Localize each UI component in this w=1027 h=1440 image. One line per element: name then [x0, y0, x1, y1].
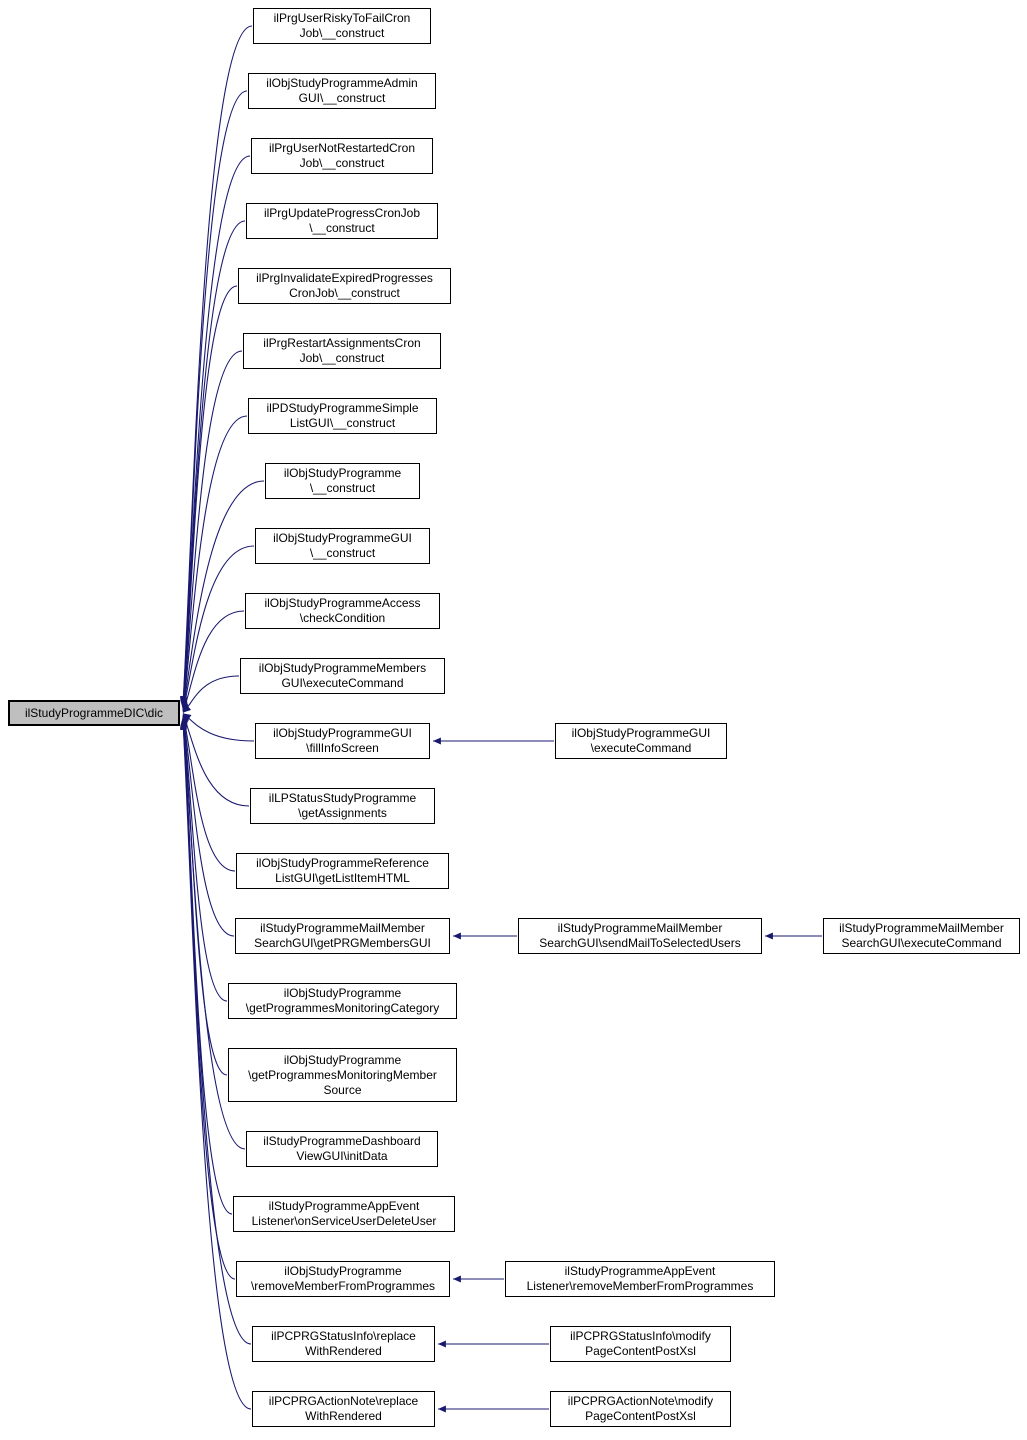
graph-edge — [181, 715, 236, 872]
graph-node-ilObjStudyProgramme-getProgrammesMonitoringCategory[interactable]: ilObjStudyProgramme \getProgrammesMonito… — [228, 983, 457, 1019]
graph-node-ilPrgInvalidateExpiredProgressesCronJob-construct[interactable]: ilPrgInvalidateExpiredProgresses CronJob… — [238, 268, 451, 304]
graph-node-ilObjStudyProgrammeReferenceListGUI-getListItemHTML[interactable]: ilObjStudyProgrammeReference ListGUI\get… — [236, 853, 449, 889]
graph-node-ilObjStudyProgrammeGUI-fillInfoScreen[interactable]: ilObjStudyProgrammeGUI \fillInfoScreen — [255, 723, 430, 759]
graph-node-ilPCPRGActionNote-modifyPageContentPostXsl[interactable]: ilPCPRGActionNote\modify PageContentPost… — [550, 1391, 731, 1427]
graph-edge — [180, 715, 235, 937]
graph-node-ilPrgUpdateProgressCronJob-construct[interactable]: ilPrgUpdateProgressCronJob \__construct — [246, 203, 438, 239]
graph-node-ilPrgRestartAssignmentsCronJob-construct[interactable]: ilPrgRestartAssignmentsCron Job\__constr… — [243, 333, 441, 369]
graph-edge — [180, 716, 228, 1002]
graph-edge — [182, 675, 240, 713]
graph-edge — [182, 610, 245, 712]
graph-node-ilPrgUserNotRestartedCronJob-construct[interactable]: ilPrgUserNotRestartedCron Job\__construc… — [251, 138, 433, 174]
graph-edge — [180, 718, 246, 1150]
graph-edge — [180, 350, 243, 709]
graph-root-node: ilStudyProgrammeDIC\dic — [8, 700, 180, 726]
graph-edge — [181, 545, 255, 711]
graph-node-ilObjStudyProgramme-getProgrammesMonitoringMemberSource[interactable]: ilObjStudyProgramme \getProgrammesMonito… — [228, 1048, 457, 1102]
graph-node-ilPDStudyProgrammeSimpleListGUI-construct[interactable]: ilPDStudyProgrammeSimple ListGUI\__const… — [248, 398, 437, 434]
graph-node-ilObjStudyProgrammeGUI-construct[interactable]: ilObjStudyProgrammeGUI \__construct — [255, 528, 430, 564]
graph-node-ilLPStatusStudyProgramme-getAssignments[interactable]: ilLPStatusStudyProgramme \getAssignments — [250, 788, 435, 824]
graph-edge — [180, 415, 248, 710]
graph-edge — [180, 480, 265, 711]
graph-node-ilPCPRGStatusInfo-modifyPageContentPostXsl[interactable]: ilPCPRGStatusInfo\modify PageContentPost… — [550, 1326, 731, 1362]
graph-edge — [182, 714, 250, 807]
graph-edge — [180, 220, 246, 707]
graph-node-ilPCPRGStatusInfo-replaceWithRendered[interactable]: ilPCPRGStatusInfo\replace WithRendered — [252, 1326, 435, 1362]
graph-node-ilPCPRGActionNote-replaceWithRendered[interactable]: ilPCPRGActionNote\replace WithRendered — [252, 1391, 435, 1427]
graph-node-ilStudyProgrammeAppEventListener-onServiceUserDeleteUser[interactable]: ilStudyProgrammeAppEvent Listener\onServ… — [233, 1196, 455, 1232]
graph-edge — [180, 155, 251, 706]
graph-edge — [182, 712, 255, 742]
graph-node-ilObjStudyProgrammeMembersGUI-executeCommand[interactable]: ilObjStudyProgrammeMembers GUI\executeCo… — [240, 658, 445, 694]
graph-node-ilStudyProgrammeDashboardViewGUI-initData[interactable]: ilStudyProgrammeDashboard ViewGUI\initDa… — [246, 1131, 438, 1167]
graph-edge — [179, 721, 252, 1345]
graph-edge — [180, 285, 238, 708]
graph-node-ilObjStudyProgrammeAccess-checkCondition[interactable]: ilObjStudyProgrammeAccess \checkConditio… — [245, 593, 440, 629]
graph-node-ilStudyProgrammeAppEventListener-removeMemberFromProgrammes[interactable]: ilStudyProgrammeAppEvent Listener\remove… — [505, 1261, 775, 1297]
graph-node-ilStudyProgrammeMailMemberSearchGUI-sendMailToSelectedUsers[interactable]: ilStudyProgrammeMailMember SearchGUI\sen… — [518, 918, 762, 954]
graph-node-ilObjStudyProgrammeAdminGUI-construct[interactable]: ilObjStudyProgrammeAdmin GUI\__construct — [248, 73, 436, 109]
graph-node-ilPrgUserRiskyToFailCronJob-construct[interactable]: ilPrgUserRiskyToFailCron Job\__construct — [253, 8, 431, 44]
graph-node-ilObjStudyProgramme-construct[interactable]: ilObjStudyProgramme \__construct — [265, 463, 420, 499]
graph-node-ilObjStudyProgramme-removeMemberFromProgrammes[interactable]: ilObjStudyProgramme \removeMemberFromPro… — [236, 1261, 450, 1297]
graph-edge — [179, 25, 253, 705]
graph-edge — [179, 721, 252, 1410]
graph-node-ilStudyProgrammeMailMemberSearchGUI-getPRGMembersGUI[interactable]: ilStudyProgrammeMailMember SearchGUI\get… — [235, 918, 450, 954]
graph-node-ilObjStudyProgrammeGUI-executeCommand[interactable]: ilObjStudyProgrammeGUI \executeCommand — [555, 723, 727, 759]
graph-node-ilStudyProgrammeMailMemberSearchGUI-executeCommand[interactable]: ilStudyProgrammeMailMember SearchGUI\exe… — [823, 918, 1020, 954]
